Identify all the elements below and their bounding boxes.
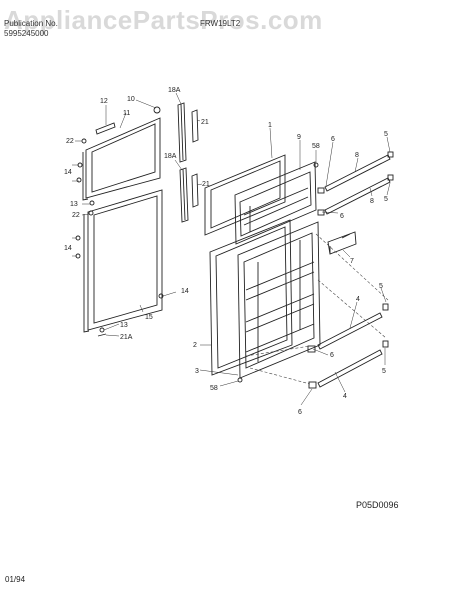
callout-5-b: 5: [384, 196, 388, 203]
callout-9: 9: [297, 134, 301, 141]
callout-5-d: 5: [382, 368, 386, 375]
callout-4-b: 4: [343, 393, 347, 400]
dairy-door-part-7: [327, 231, 357, 255]
freezer-door-inner-liner-part-9: [234, 161, 317, 245]
screw-part-10: [153, 106, 161, 114]
fresh-food-door-inner-liner-part-3: [237, 221, 321, 379]
callout-14-a: 14: [64, 169, 72, 176]
callout-22-top: 22: [66, 138, 74, 145]
freezer-gasket-part-1: [204, 154, 286, 236]
callout-5-a: 5: [384, 131, 388, 138]
model-number: FRW19LT2: [200, 19, 241, 28]
screw-part-58-top: [313, 162, 319, 168]
screw-part-58: [237, 377, 243, 383]
callout-21-top: 21: [201, 119, 209, 126]
trim-strip-21-top: [191, 109, 199, 143]
callout-10: 10: [127, 96, 135, 103]
callout-6-c: 6: [330, 352, 334, 359]
callout-13-bot: 13: [120, 322, 128, 329]
callout-6-d: 6: [298, 409, 302, 416]
callout-58-top: 58: [312, 143, 320, 150]
publication-label: Publication No.: [4, 19, 58, 28]
callout-18a-top: 18A: [168, 87, 181, 94]
callout-5-c: 5: [379, 283, 383, 290]
freezer-door-liner: [82, 117, 161, 201]
fresh-food-gasket-part-2: [209, 219, 293, 376]
callout-14-c: 14: [181, 288, 189, 295]
shim-part-21a: [97, 333, 107, 337]
callout-58-bot: 58: [210, 385, 218, 392]
drawing-code: P05D0096: [356, 500, 399, 510]
callout-3: 3: [195, 368, 199, 375]
screw-part-13: [89, 200, 95, 206]
callout-21-mid: 21: [202, 181, 210, 188]
trim-strip-21-mid: [191, 173, 199, 208]
callout-6-b: 6: [340, 213, 344, 220]
callout-15: 15: [145, 314, 153, 321]
plug-part-22: [81, 138, 87, 144]
callout-labels: 12 10 11 18A 21 22 14 18A 21 13 22 14 14…: [64, 87, 388, 416]
plug-part-22b: [88, 210, 94, 216]
callout-13-top: 13: [70, 201, 78, 208]
callout-18a-mid: 18A: [164, 153, 177, 160]
shelf-rail-part-4-lower: [308, 340, 389, 389]
revision-date: 01/94: [5, 575, 26, 584]
callout-4-a: 4: [356, 296, 360, 303]
callout-2: 2: [193, 342, 197, 349]
hinge-pin-part-14b: [76, 177, 82, 183]
callout-8-a: 8: [355, 152, 359, 159]
callout-22-mid: 22: [72, 212, 80, 219]
handle-part-12: [95, 122, 116, 135]
fresh-food-door-gasket: [83, 189, 163, 333]
callout-12: 12: [100, 98, 108, 105]
publication-number: 5995245000: [4, 29, 49, 38]
leader-lines: [72, 92, 391, 406]
callout-11: 11: [123, 110, 130, 117]
callout-8-b: 8: [370, 198, 374, 205]
callout-7: 7: [350, 258, 354, 265]
callout-1: 1: [268, 122, 272, 129]
screw-part-13b: [99, 327, 105, 333]
shelf-rail-part-4-upper: [307, 303, 389, 353]
trim-strip-18a-mid: [179, 167, 189, 223]
callout-21a: 21A: [120, 334, 133, 341]
door-shelf-rail-part-8-lower: [317, 174, 394, 216]
door-shelf-rail-part-8-upper: [317, 151, 394, 194]
callout-14-b: 14: [64, 245, 72, 252]
trim-strip-18a-top: [177, 102, 187, 163]
alignment-lines: [245, 233, 389, 385]
watermark: AppliancePartsPros.com: [4, 5, 323, 35]
callout-6-a: 6: [331, 136, 335, 143]
